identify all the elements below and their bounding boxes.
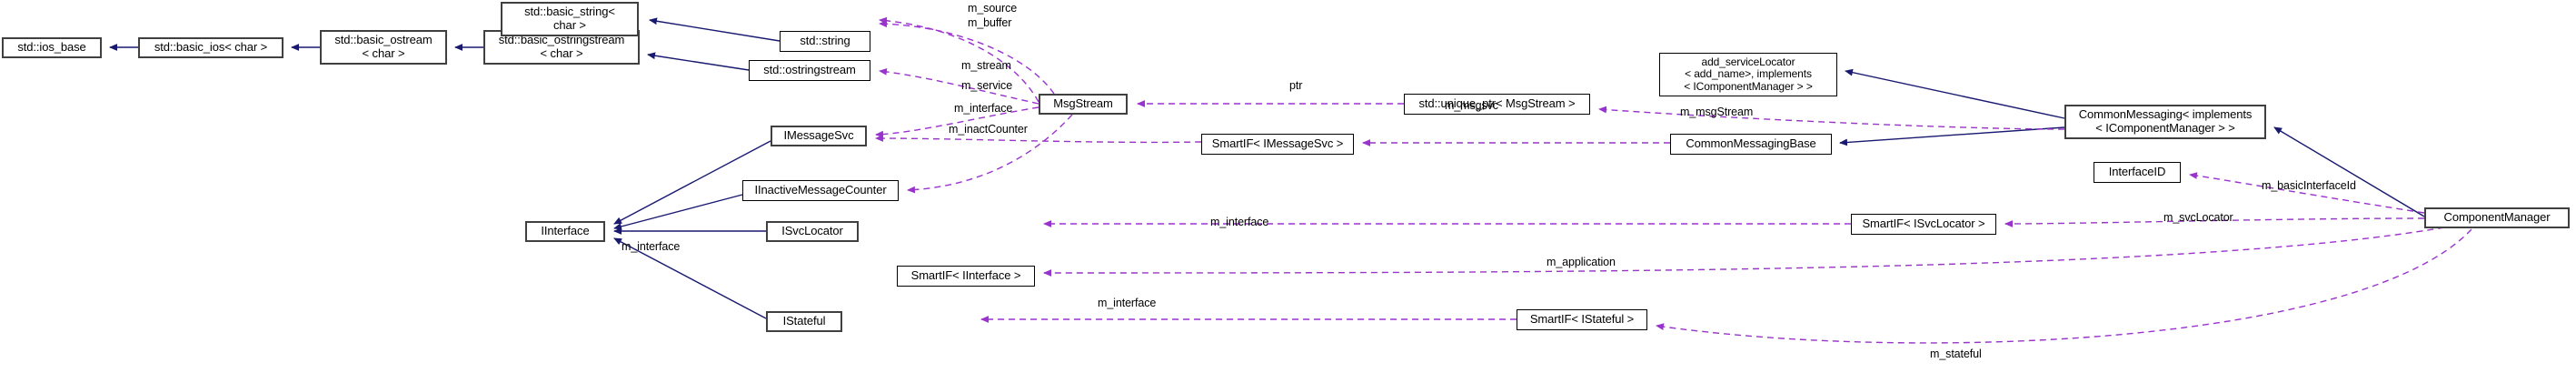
edge-label-m-service: m_service [961, 79, 1013, 92]
node-smartif-istateful[interactable]: SmartIF< IStateful > [1517, 309, 1647, 330]
node-msgstream[interactable]: MsgStream [1039, 94, 1128, 115]
node-std-basic-string[interactable]: std::basic_string< char > [501, 2, 639, 36]
edge-label-m-buffer: m_buffer [968, 16, 1012, 29]
node-std-string[interactable]: std::string [780, 31, 870, 52]
edge-label-m-svclocator: m_svcLocator [2163, 211, 2233, 224]
edge-componentmanager-m_stateful-smartif-istateful [1656, 228, 2472, 344]
edge-stdostringstream-to-basicostringstream [647, 52, 750, 71]
edge-componentmanager-to-commonmessaging [2273, 126, 2425, 217]
edge-label-m-interface-left: m_interface [622, 240, 681, 253]
edge-label-m-interface-low: m_interface [1098, 297, 1157, 309]
edge-commonmessaging-to-commonmessagingbase [1839, 126, 2065, 146]
edge-iinactivemsgcounter-to-iinterface [613, 194, 743, 230]
node-std-unique-ptr-msgstream[interactable]: std::unique_ptr< MsgStream > [1404, 94, 1590, 115]
edge-msgstream-m_stream-stdostringstream [879, 68, 1039, 105]
node-std-ostringstream[interactable]: std::ostringstream [749, 60, 870, 81]
node-std-basic-ios[interactable]: std::basic_ios< char > [138, 37, 283, 58]
node-interfaceid[interactable]: InterfaceID [2094, 162, 2181, 183]
edge-commonmessaging-m_msgStream-uniqueptr [1598, 106, 2065, 130]
node-smartif-iinterface[interactable]: SmartIF< IInterface > [897, 266, 1035, 287]
edge-msgstream-m_source-stdstring [879, 16, 1039, 103]
node-smartif-imessagesvc[interactable]: SmartIF< IMessageSvc > [1201, 134, 1354, 155]
edge-label-m-interface-mid: m_interface [1210, 216, 1269, 228]
edge-label-m-msgstream: m_msgStream [1680, 106, 1754, 118]
edge-label-m-msgsvc: m_msgsvc [1445, 99, 1498, 112]
edge-stdstring-to-basicstring [649, 17, 781, 42]
node-componentmanager[interactable]: ComponentManager [2424, 207, 2570, 228]
node-smartif-isvclocator[interactable]: SmartIF< ISvcLocator > [1851, 214, 1996, 235]
node-imessagesvc[interactable]: IMessageSvc [771, 126, 867, 146]
node-add-servicelocator[interactable]: add_serviceLocator < add_name>, implemen… [1659, 53, 1837, 96]
edge-label-m-interface-top: m_interface [954, 102, 1013, 115]
edge-commonmessaging-to-addservicelocator [1845, 68, 2065, 119]
node-iinterface[interactable]: IInterface [525, 221, 605, 242]
edge-label-m-source: m_source [968, 2, 1018, 15]
edge-smartif-imessagesvc-m_interface [875, 135, 1202, 144]
edge-label-m-application: m_application [1547, 256, 1616, 268]
node-iinactivemessagecounter[interactable]: IInactiveMessageCounter [742, 180, 899, 201]
edge-label-m-stateful: m_stateful [1930, 348, 1982, 360]
node-istateful[interactable]: IStateful [766, 311, 842, 332]
node-std-ios-base[interactable]: std::ios_base [2, 37, 102, 58]
node-std-basic-ostream[interactable]: std::basic_ostream < char > [320, 30, 447, 65]
edge-label-m-basicinterfaceid: m_basicInterfaceId [2262, 179, 2356, 192]
edge-helper-application [1044, 266, 1805, 273]
inheritance-edges [109, 17, 2425, 319]
edge-label-m-inactcounter: m_inactCounter [949, 123, 1028, 136]
edge-componentmanager-m_application-smartif-iinterface [1043, 227, 2445, 277]
edge-label-ptr: ptr [1289, 79, 1303, 92]
node-commonmessaging[interactable]: CommonMessaging< implements < IComponent… [2064, 105, 2266, 139]
node-commonmessagingbase[interactable]: CommonMessagingBase [1670, 134, 1832, 155]
node-isvclocator[interactable]: ISvcLocator [766, 221, 859, 242]
edge-label-m-stream: m_stream [961, 59, 1011, 72]
